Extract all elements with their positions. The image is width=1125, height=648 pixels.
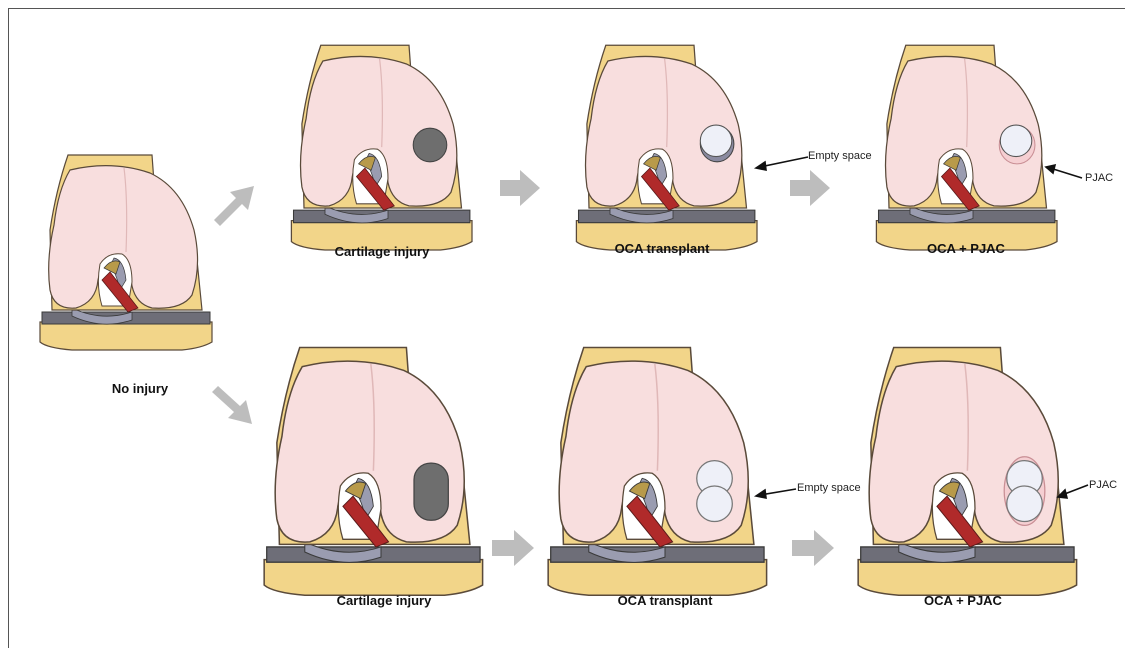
pointer-arrow-icon (760, 157, 808, 167)
process-arrow-icon (790, 170, 830, 206)
caption-no-injury: No injury (30, 381, 250, 396)
cartilage-defect (414, 463, 448, 520)
osteochondral-graft (700, 125, 732, 157)
caption-bottom-oca-transplant: OCA transplant (555, 593, 775, 608)
process-arrow-icon (500, 170, 540, 206)
annotation-top-empty-space: Empty space (808, 150, 872, 162)
process-arrow-icon (792, 530, 834, 566)
illustration-svg (0, 0, 1125, 623)
caption-top-cartilage-injury: Cartilage injury (272, 244, 492, 259)
annotation-bottom-pjac: PJAC (1089, 479, 1117, 491)
process-arrow-icon (214, 186, 254, 226)
annotation-top-pjac: PJAC (1085, 172, 1113, 184)
knee-joint-illustration (40, 155, 212, 350)
figure-canvas: No injury Cartilage injury OCA transplan… (0, 0, 1125, 623)
caption-bottom-oca-pjac: OCA + PJAC (853, 593, 1073, 608)
annotation-bottom-empty-space: Empty space (797, 482, 861, 494)
caption-top-oca-pjac: OCA + PJAC (856, 241, 1076, 256)
cartilage-defect (413, 128, 447, 162)
process-arrow-icon (492, 530, 534, 566)
pointer-arrow-icon (1050, 168, 1082, 178)
caption-top-oca-transplant: OCA transplant (552, 241, 772, 256)
caption-bottom-cartilage-injury: Cartilage injury (274, 593, 494, 608)
